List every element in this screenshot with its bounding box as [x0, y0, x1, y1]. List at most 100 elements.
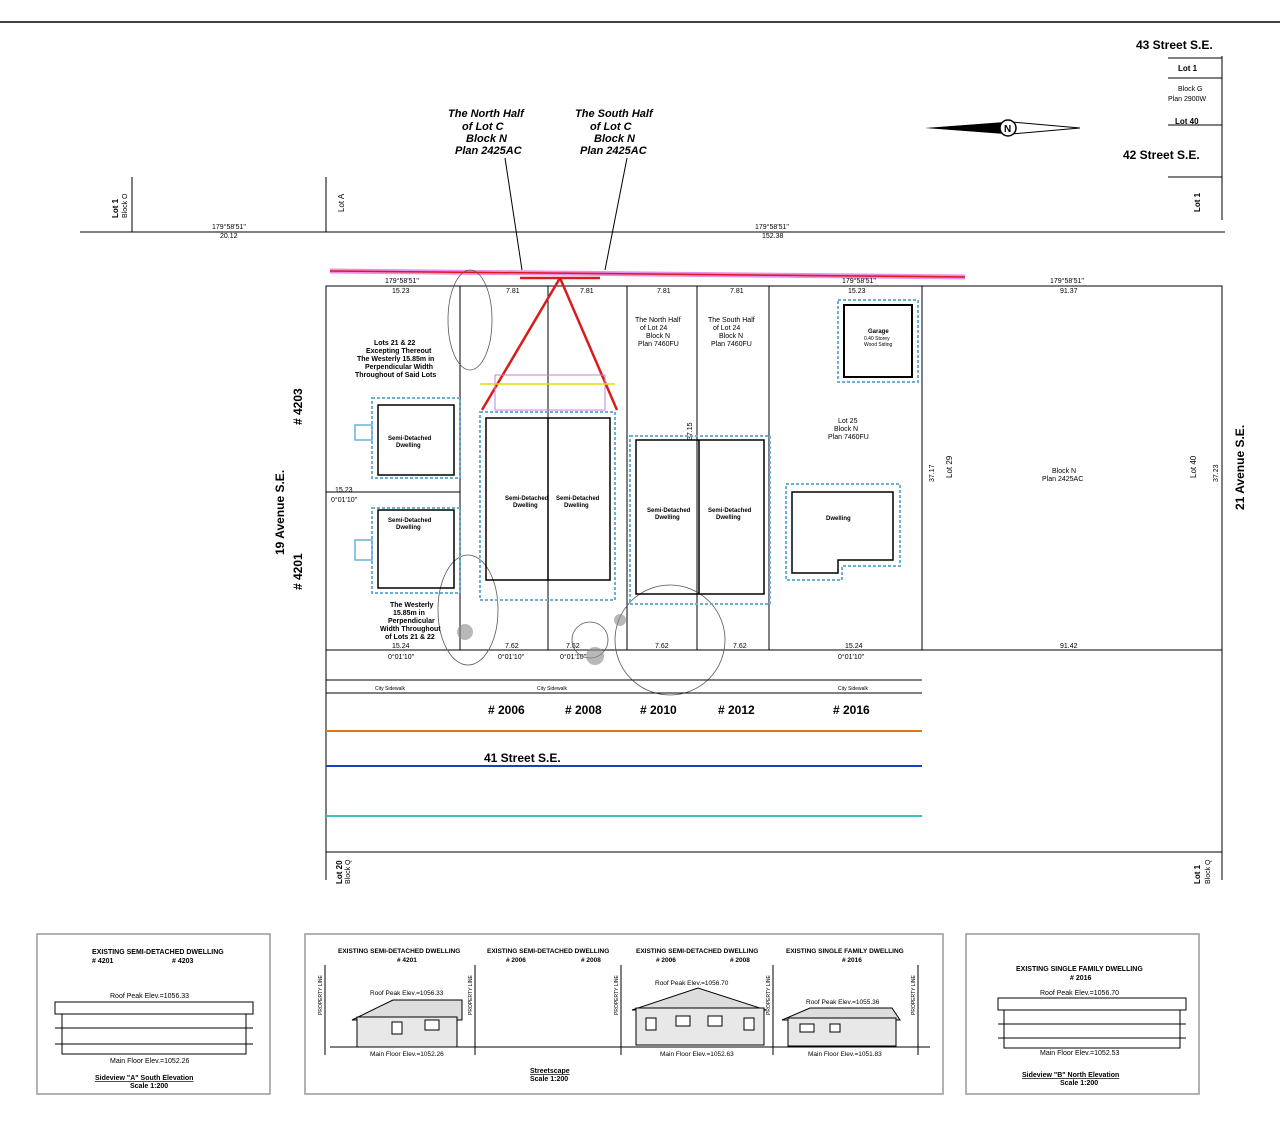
tree-canopy [457, 614, 626, 665]
svg-text:Block N: Block N [1052, 468, 1076, 475]
sidewalk-label: City Sidewalk [537, 686, 568, 692]
panel-footer: Sideview "A" South Elevation [95, 1075, 193, 1082]
svg-text:Plan 2425AC: Plan 2425AC [1042, 476, 1083, 483]
block-n-label: Block N Plan 2425AC [1042, 468, 1083, 483]
lot-label: Block Q [345, 859, 352, 884]
panel-footer: Streetscape [530, 1068, 570, 1075]
wall-outline [61, 1013, 247, 1055]
floor-elevation: Main Floor Elev.=1052.26 [110, 1058, 190, 1065]
panel-address: # 2008 [730, 957, 750, 964]
lot-label: Lot 1 [1193, 192, 1202, 212]
south-half-callout: The South Half of Lot C Block N Plan 242… [575, 108, 654, 157]
address-2016: # 2016 [833, 703, 870, 717]
svg-text:The Westerly: The Westerly [390, 602, 434, 609]
svg-text:Throughout of Said Lots: Throughout of Said Lots [355, 372, 436, 379]
svg-text:The North Half: The North Half [635, 317, 681, 324]
building-label: Dwelling [826, 516, 851, 522]
dwelling-4201-setback [371, 507, 461, 594]
roof-outline [54, 1001, 254, 1015]
floor-elevation: Main Floor Elev.=1052.63 [660, 1051, 734, 1058]
lot-40-label: Lot 40 [1189, 455, 1198, 478]
building-label: Semi-Detached [505, 496, 549, 502]
dimension: 0°01'10" [838, 653, 865, 661]
svg-text:Block N: Block N [646, 333, 670, 340]
dimension: 15.23 [392, 288, 410, 295]
svg-text:of Lot 24: of Lot 24 [640, 325, 667, 332]
lot-label: Block Q [1205, 859, 1212, 884]
svg-text:Block N: Block N [719, 333, 743, 340]
dimension: 0°01'10" [498, 653, 525, 661]
dwelling-2010-2012 [635, 439, 765, 595]
panel-address: # 2016 [842, 957, 862, 964]
sight-lines [480, 276, 619, 411]
panel-scale: Scale 1:200 [530, 1076, 568, 1083]
dimension: 7.62 [655, 643, 669, 650]
sidewalk-label: City Sidewalk [838, 686, 869, 692]
panel-title: EXISTING SEMI-DETACHED DWELLING [487, 948, 609, 955]
dwelling-2010-2012-setback [629, 435, 771, 605]
lot-25-label: Lot 25 Block N Plan 7460FU [828, 418, 869, 441]
dwelling-4201 [377, 509, 455, 589]
building-label: Wood Siding [864, 342, 892, 348]
svg-text:of Lots 21 & 22: of Lots 21 & 22 [385, 634, 435, 641]
svg-text:Plan 7460FU: Plan 7460FU [711, 341, 752, 348]
roof-outline [997, 997, 1187, 1011]
wall-outline [1003, 1009, 1181, 1049]
callout-pointers [504, 157, 628, 271]
building-label: Semi-Detached [708, 508, 752, 514]
dimension: 7.81 [657, 288, 671, 295]
panel-address: # 2016 [1070, 975, 1092, 982]
panel-title: EXISTING SEMI-DETACHED DWELLING [636, 948, 758, 955]
panel-scale: Scale 1:200 [130, 1083, 168, 1090]
svg-text:The South Half: The South Half [708, 317, 755, 324]
dimension: 0°01'10" [331, 496, 358, 504]
lot-label: Lot 1 [111, 198, 120, 218]
dimension: 20.12 [220, 233, 238, 240]
address-2010: # 2010 [640, 703, 677, 717]
svg-text:of Lot C: of Lot C [590, 121, 633, 133]
building-label: Dwelling [513, 503, 538, 509]
building-label: Semi-Detached [647, 508, 691, 514]
building-label: Dwelling [716, 515, 741, 521]
avenue-21-label: 21 Avenue S.E. [1233, 425, 1247, 510]
dimension: 37.17 [929, 464, 936, 482]
roof-elevation: Roof Peak Elev.=1056.33 [370, 990, 444, 997]
address-4201: # 4201 [291, 553, 305, 590]
panel-address: # 2008 [581, 957, 601, 964]
street-43-label: 43 Street S.E. [1136, 38, 1213, 52]
lot-label: Lot 40 [1175, 117, 1199, 126]
svg-text:Block N: Block N [834, 426, 858, 433]
building-label: Dwelling [396, 525, 421, 531]
roof-elevation: Roof Peak Elev.=1056.70 [1040, 990, 1119, 997]
roof-elevation: Roof Peak Elev.=1056.33 [110, 993, 189, 1000]
elevation-house-2016 [781, 1007, 901, 1047]
dimension: 91.42 [1060, 643, 1078, 650]
dimension: 179°58'51" [1050, 277, 1084, 285]
dimension: 7.81 [506, 288, 520, 295]
roof-elevation: Roof Peak Elev.=1055.36 [806, 999, 880, 1006]
garage-building [843, 304, 913, 378]
dwelling-4203 [377, 404, 455, 476]
svg-text:Excepting Thereout: Excepting Thereout [366, 348, 432, 355]
building-label: Semi-Detached [556, 496, 600, 502]
building-label: Dwelling [564, 503, 589, 509]
property-line-label: PROPERTY LINE [766, 975, 772, 1015]
svg-text:The Westerly 15.85m in: The Westerly 15.85m in [357, 356, 434, 363]
floor-elevation: Main Floor Elev.=1052.53 [1040, 1050, 1120, 1057]
dimension: 0°01'10" [560, 653, 587, 661]
dimension: 15.24 [392, 643, 410, 650]
lot-24-north-label: The North Half of Lot 24 Block N Plan 74… [635, 317, 681, 348]
svg-text:Block N: Block N [594, 133, 636, 145]
avenue-19-label: 19 Avenue S.E. [273, 470, 287, 555]
north-arrow-icon: N [925, 119, 1081, 137]
svg-text:Plan 7460FU: Plan 7460FU [828, 434, 869, 441]
svg-text:Width Throughout: Width Throughout [380, 626, 441, 633]
garage-setback [837, 299, 919, 383]
address-4203: # 4203 [291, 388, 305, 425]
dimension: 15.23 [848, 288, 866, 295]
panel-title: EXISTING SEMI-DETACHED DWELLING [338, 948, 460, 955]
dimension: 7.62 [505, 643, 519, 650]
lot-label: Lot A [337, 193, 346, 212]
building-label: Dwelling [655, 515, 680, 521]
